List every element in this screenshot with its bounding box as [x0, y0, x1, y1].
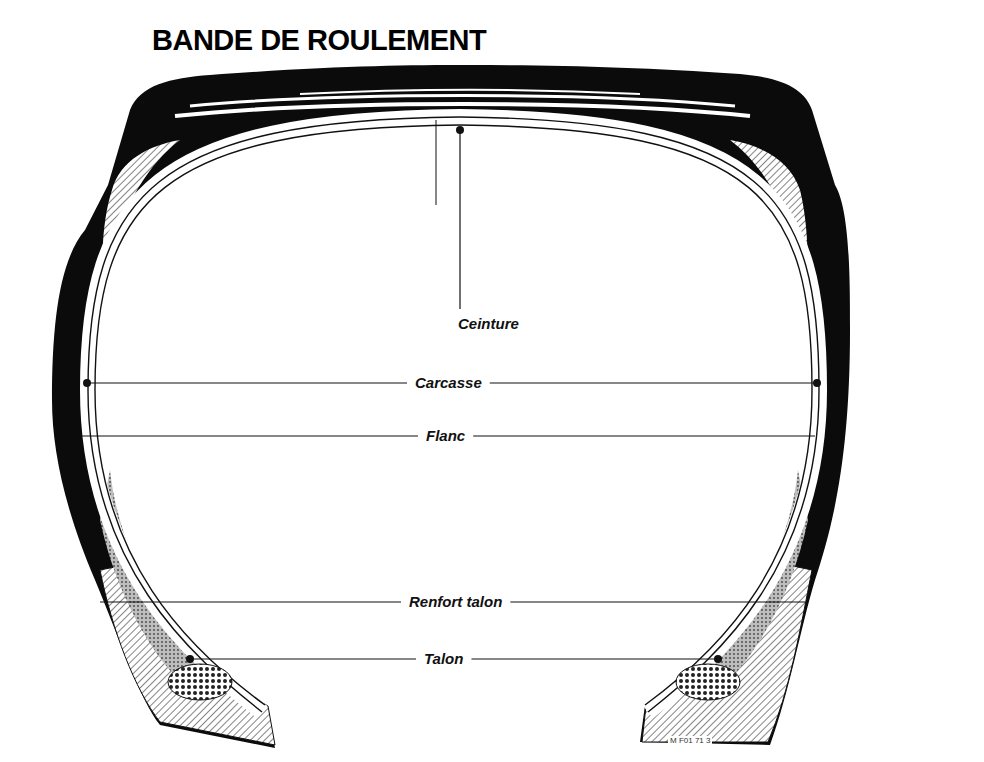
leader-line: [510, 601, 805, 602]
leader-dot: [813, 379, 821, 387]
leader-dot: [714, 655, 722, 663]
cavity-outline: [95, 125, 812, 705]
leader-line: [490, 382, 817, 383]
drawing-code: M F01 71 3: [668, 736, 712, 745]
leader-line: [80, 435, 418, 436]
part-label: Carcasse: [413, 374, 484, 391]
belt-ply: [300, 90, 640, 95]
part-label: Flanc: [424, 427, 467, 444]
shoulder-hatch: [102, 140, 180, 300]
bead-core: [676, 664, 740, 700]
part-label: Renfort talon: [407, 593, 504, 610]
leader-line: [87, 382, 407, 383]
leader-line: [436, 120, 437, 205]
carcass-ply: [88, 117, 819, 712]
leader-line: [471, 658, 718, 659]
leader-dot: [83, 379, 91, 387]
belt-ply: [190, 96, 735, 107]
part-label: Ceinture: [456, 315, 521, 332]
diagram-title: BANDE DE ROULEMENT: [152, 24, 486, 57]
bead-filler: [668, 470, 808, 700]
bead-core: [168, 664, 232, 700]
leader-line: [459, 130, 460, 309]
leader-dot: [186, 655, 194, 663]
leader-line: [473, 435, 815, 436]
leader-line: [190, 658, 416, 659]
carcass-line: [88, 117, 819, 712]
tire-rubber: [52, 65, 850, 748]
part-label: Talon: [422, 650, 465, 667]
leader-line: [100, 601, 401, 602]
leader-dot: [456, 126, 464, 134]
